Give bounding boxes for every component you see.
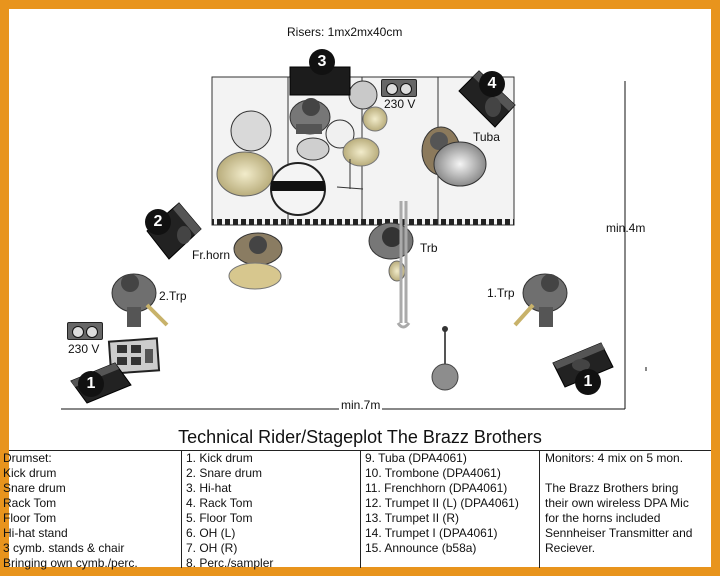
announce-mic-stand (431, 326, 459, 391)
table-line: Hi-hat stand (3, 526, 68, 540)
risers-label: Risers: 1mx2mx40cm (287, 25, 403, 39)
table-line: 5. Floor Tom (186, 511, 253, 525)
trumpet2 (145, 303, 169, 327)
monitor-2-badge: 2 (145, 209, 171, 235)
table-line: Snare drum (3, 481, 66, 495)
table-line: Rack Tom (3, 496, 57, 510)
trumpet1 (513, 303, 535, 327)
hihat (362, 106, 388, 132)
table-line: Monitors: 4 mix on 5 mon. (545, 451, 684, 465)
tuba-bell (433, 141, 487, 187)
table-line: 9. Tuba (DPA4061) (365, 451, 467, 465)
table-line: 8. Perc./sampler (186, 556, 274, 570)
tuba-label: Tuba (473, 130, 500, 144)
table-line: for the horns included (545, 511, 661, 525)
table-line: their own wireless DPA Mic (545, 496, 689, 510)
floor-tom (348, 80, 378, 110)
table-line: 6. OH (L) (186, 526, 236, 540)
table-line: Kick drum (3, 466, 57, 480)
rider-table: Drumset: Kick drum Snare drum Rack Tom F… (3, 450, 711, 570)
power-socket-right (381, 79, 417, 97)
table-line: 1. Kick drum (186, 451, 253, 465)
depth-dimension-label: min.4m (606, 221, 646, 235)
table-line: 10. Trombone (DPA4061) (365, 466, 501, 480)
table-line: 4. Rack Tom (186, 496, 253, 510)
table-line: 15. Announce (b58a) (365, 541, 477, 555)
trumpet2-label: 2.Trp (159, 289, 187, 303)
trumpet2-player (111, 273, 169, 327)
trombone-label: Trb (420, 241, 438, 255)
stageplot-canvas: 3 4 2 1 1 Risers: 1mx2mx40cm 230 V 230 V… (3, 9, 711, 570)
table-line: Drumset: (3, 451, 52, 465)
monitor-1-right (552, 342, 614, 388)
trumpet1-label: 1.Trp (487, 286, 515, 300)
frenchhorn-player (228, 232, 283, 290)
horn-channels-column: 9. Tuba (DPA4061) 10. Trombone (DPA4061)… (360, 451, 539, 568)
table-line: 12. Trumpet II (L) (DPA4061) (365, 496, 519, 510)
power-label-left: 230 V (68, 342, 100, 356)
drum-channels-column: 1. Kick drum 2. Snare drum 3. Hi-hat 4. … (181, 451, 360, 570)
table-line: Reciever. (545, 541, 596, 555)
table-line: Floor Tom (3, 511, 57, 525)
table-line: Bringing own cymb./perc. (3, 556, 138, 570)
monitor-1-left-badge: 1 (78, 371, 104, 397)
drumset (216, 80, 388, 216)
table-line (545, 466, 711, 481)
table-line: 7. OH (R) (186, 541, 238, 555)
frenchhorn-label: Fr.horn (192, 248, 231, 262)
monitor-3-badge: 3 (309, 49, 335, 75)
power-label-right: 230 V (384, 97, 416, 111)
table-line: 3 cymb. stands & chair (3, 541, 125, 555)
width-dimension-label: min.7m (339, 398, 383, 412)
table-line: 14. Trumpet I (DPA4061) (365, 526, 498, 540)
table-line: 3. Hi-hat (186, 481, 232, 495)
power-socket-left (67, 322, 103, 340)
page-title: Technical Rider/Stageplot The Brazz Brot… (178, 427, 542, 447)
notes-column: Monitors: 4 mix on 5 mon. The Brazz Brot… (539, 451, 711, 568)
sampler-table (107, 337, 161, 375)
monitor-1-right-badge: 1 (575, 369, 601, 395)
cymbal-left (216, 151, 274, 197)
monitor-2 (146, 202, 202, 260)
table-line: 2. Snare drum (186, 466, 263, 480)
drumset-column: Drumset: Kick drum Snare drum Rack Tom F… (3, 451, 181, 570)
snare-drum (296, 137, 330, 161)
frenchhorn (228, 262, 282, 290)
rack-tom (230, 110, 272, 152)
table-line: 11. Frenchhorn (DPA4061) (365, 481, 508, 495)
stage-drawing (61, 66, 647, 410)
kick-drum-band (271, 181, 325, 191)
tuba-player (421, 126, 487, 187)
trombone-player (368, 201, 414, 329)
monitor-4-badge: 4 (479, 71, 505, 97)
cymbal-right (342, 137, 380, 167)
table-line: 13. Trumpet II (R) (365, 511, 460, 525)
table-line: The Brazz Brothers bring (545, 481, 679, 495)
trumpet1-player (513, 273, 568, 327)
table-line: Sennheiser Transmitter and (545, 526, 693, 540)
